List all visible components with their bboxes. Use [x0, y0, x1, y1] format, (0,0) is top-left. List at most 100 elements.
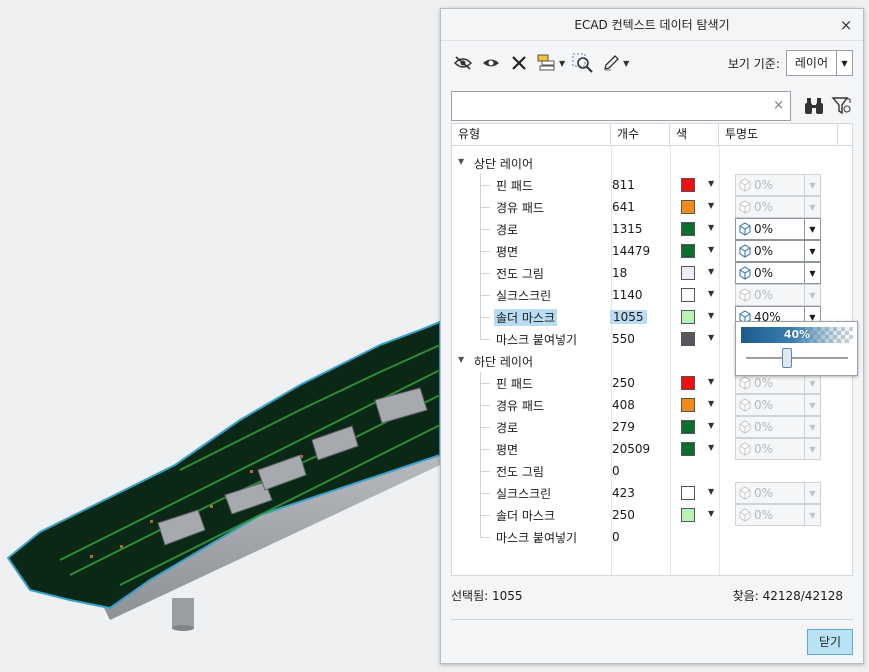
binoculars-icon[interactable]	[803, 95, 825, 117]
color-swatch[interactable]	[681, 310, 695, 324]
color-dropdown-icon[interactable]: ▼	[708, 421, 715, 430]
color-swatch[interactable]	[681, 178, 695, 192]
color-swatch[interactable]	[681, 486, 695, 500]
chevron-down-icon[interactable]: ▼	[804, 219, 820, 239]
close-icon[interactable]: ×	[839, 16, 853, 34]
slider-thumb[interactable]	[781, 348, 792, 368]
opacity-value: 0%	[754, 398, 774, 412]
close-button[interactable]: 닫기	[807, 629, 853, 655]
color-swatch[interactable]	[681, 420, 695, 434]
color-dropdown-icon[interactable]: ▼	[708, 245, 715, 254]
tree-connector	[480, 317, 490, 318]
color-dropdown-icon[interactable]: ▼	[708, 223, 715, 232]
cube-icon	[736, 219, 754, 239]
color-dropdown-icon[interactable]: ▼	[708, 399, 715, 408]
filter-icon[interactable]	[831, 95, 853, 117]
search-input[interactable]	[452, 92, 762, 120]
item-count: 1140	[612, 288, 643, 302]
chevron-down-icon[interactable]: ▼	[804, 307, 820, 327]
tree-connector	[480, 339, 490, 340]
color-dropdown-icon[interactable]: ▼	[708, 267, 715, 276]
clear-search-icon[interactable]: ×	[773, 98, 784, 113]
chevron-down-icon[interactable]: ▼	[804, 175, 820, 195]
layer-name: 핀 패드	[496, 179, 533, 193]
show-icon[interactable]	[479, 51, 503, 75]
pen-dropdown-icon[interactable]: ▼	[623, 58, 630, 68]
color-dropdown-icon[interactable]: ▼	[708, 443, 715, 452]
color-dropdown-icon[interactable]: ▼	[708, 509, 715, 518]
chevron-down-icon[interactable]: ▼	[836, 51, 852, 75]
delete-icon[interactable]	[507, 51, 531, 75]
chevron-down-icon[interactable]: ▼	[804, 483, 820, 503]
layer-group-row[interactable]: ▼상단 레이어	[452, 152, 852, 174]
slider-track[interactable]	[746, 357, 848, 359]
search-field[interactable]: ×	[451, 91, 791, 121]
pen-icon[interactable]	[599, 51, 623, 75]
chevron-down-icon[interactable]: ▼	[804, 505, 820, 525]
color-dropdown-icon[interactable]: ▼	[708, 377, 715, 386]
find-in-view-icon[interactable]	[571, 51, 595, 75]
chevron-down-icon[interactable]: ▼	[804, 263, 820, 283]
color-swatch[interactable]	[681, 376, 695, 390]
chevron-down-icon[interactable]: ▼	[804, 439, 820, 459]
layer-group-row[interactable]: ▼하단 레이어	[452, 350, 852, 372]
color-dropdown-icon[interactable]: ▼	[708, 311, 715, 320]
color-swatch[interactable]	[681, 222, 695, 236]
color-swatch[interactable]	[681, 200, 695, 214]
opacity-select[interactable]: 0%▼	[735, 218, 821, 240]
chevron-down-icon[interactable]: ▼	[804, 197, 820, 217]
color-swatch[interactable]	[681, 442, 695, 456]
color-swatch[interactable]	[681, 288, 695, 302]
layer-stack-dropdown-icon[interactable]: ▼	[559, 58, 566, 68]
cube-icon	[736, 175, 754, 195]
layer-name: 마스크 붙여넣기	[496, 333, 578, 347]
tree-connector	[480, 383, 490, 384]
color-dropdown-icon[interactable]: ▼	[708, 289, 715, 298]
layer-name: 솔더 마스크	[496, 509, 556, 523]
color-swatch[interactable]	[681, 508, 695, 522]
chevron-down-icon[interactable]: ▼	[804, 417, 820, 437]
opacity-select[interactable]: 0%▼	[735, 262, 821, 284]
color-dropdown-icon[interactable]: ▼	[708, 487, 715, 496]
column-header-count[interactable]: 개수	[611, 124, 670, 145]
chevron-down-icon[interactable]: ▼	[804, 373, 820, 393]
opacity-value: 0%	[754, 376, 774, 390]
layer-stack-icon[interactable]	[535, 51, 559, 75]
expand-toggle-icon[interactable]: ▼	[458, 355, 465, 364]
tree-connector	[480, 174, 481, 339]
column-header-opacity[interactable]: 투명도	[719, 124, 838, 145]
color-dropdown-icon[interactable]: ▼	[708, 201, 715, 210]
color-dropdown-icon[interactable]: ▼	[708, 179, 715, 188]
expand-toggle-icon[interactable]: ▼	[458, 157, 465, 166]
column-header-color[interactable]: 색	[670, 124, 719, 145]
column-header-type[interactable]: 유형	[452, 124, 611, 145]
color-swatch[interactable]	[681, 266, 695, 280]
opacity-select[interactable]: 0%▼	[735, 240, 821, 262]
hide-icon[interactable]	[451, 51, 475, 75]
color-swatch[interactable]	[681, 332, 695, 346]
color-swatch[interactable]	[681, 244, 695, 258]
color-dropdown-icon[interactable]: ▼	[708, 333, 715, 342]
chevron-down-icon[interactable]: ▼	[804, 285, 820, 305]
chevron-down-icon[interactable]: ▼	[804, 241, 820, 261]
view-by-select[interactable]: 레이어 ▼	[785, 50, 853, 76]
chevron-down-icon[interactable]: ▼	[804, 395, 820, 415]
color-swatch[interactable]	[681, 398, 695, 412]
search-row: ×	[451, 91, 853, 121]
